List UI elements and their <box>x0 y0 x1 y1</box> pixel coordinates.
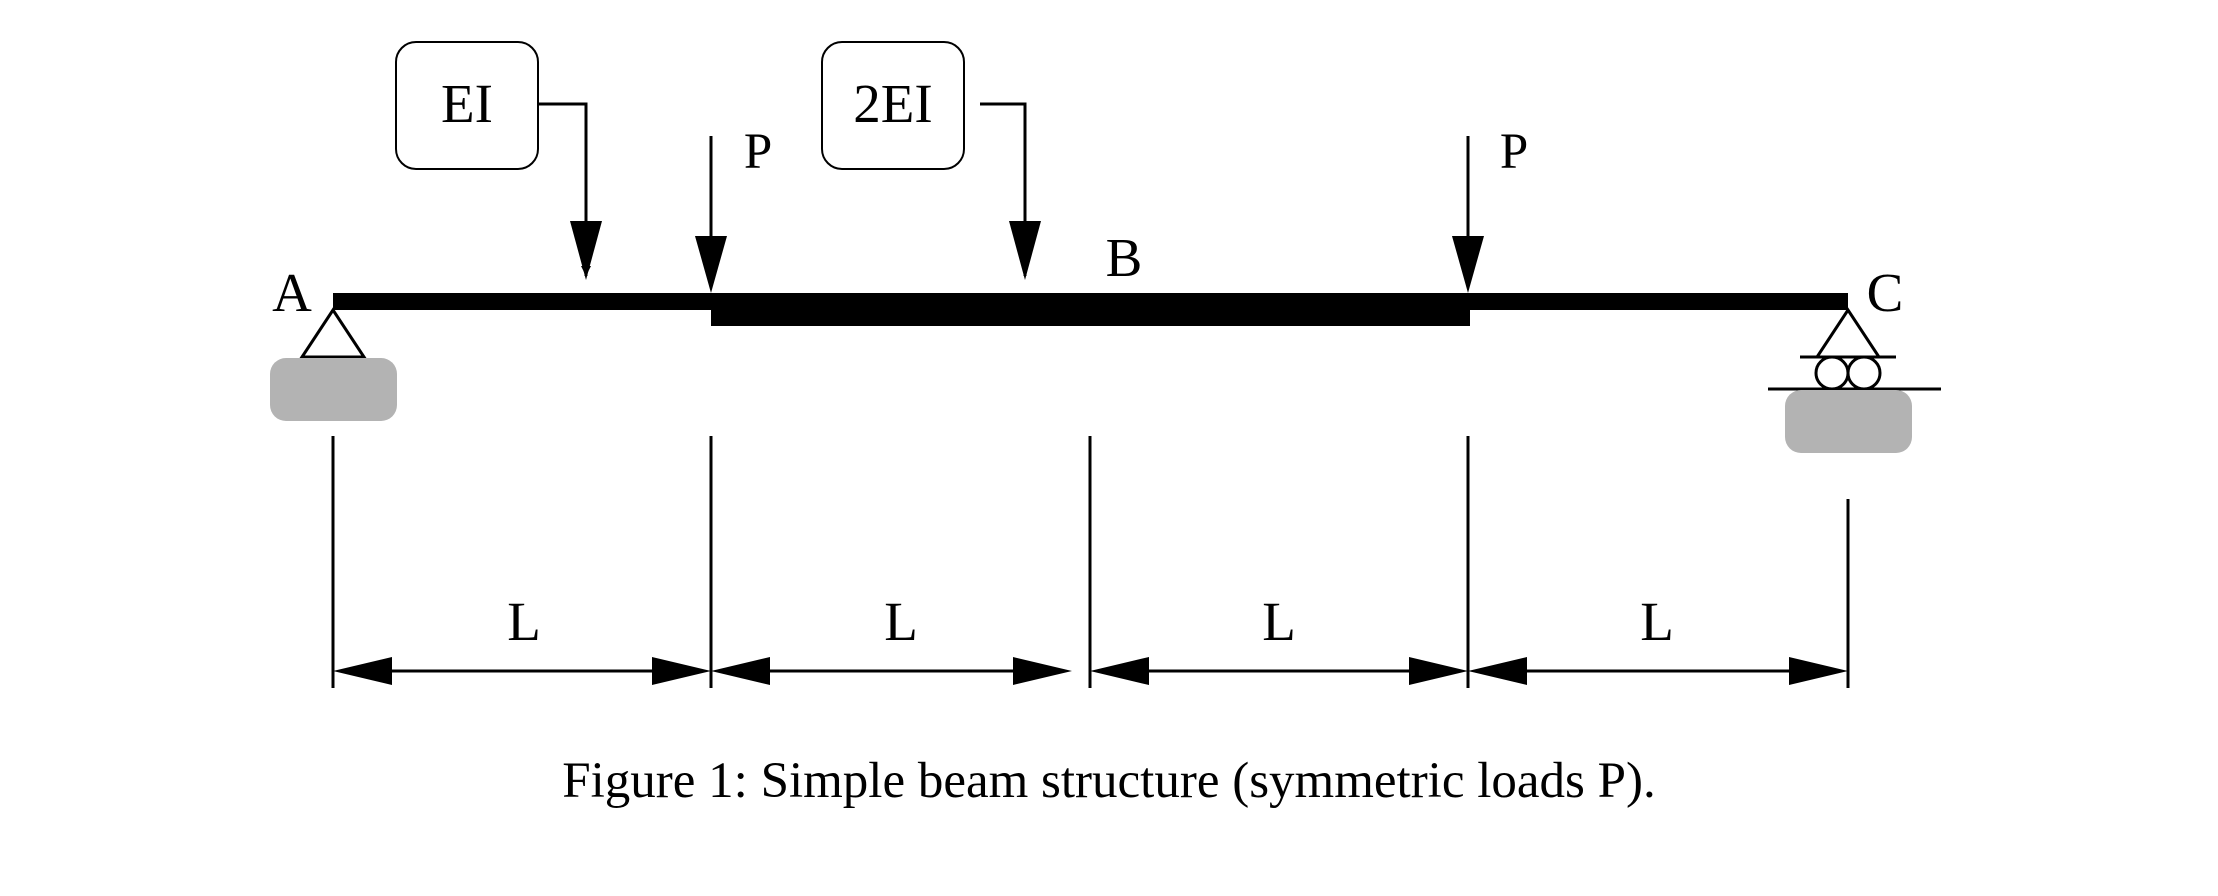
dimension-span-3: L <box>1090 591 1468 685</box>
load-arrowhead-right <box>1452 236 1484 293</box>
beam-segment-right <box>1468 293 1848 310</box>
stiffness-label-middle: 2EI <box>853 73 932 134</box>
dimension-label-1: L <box>507 591 541 652</box>
dimension-arrowhead-1-right <box>652 657 711 685</box>
dimension-label-2: L <box>884 591 918 652</box>
stiffness-leader-middle <box>980 102 1027 276</box>
roller-wheel-right <box>1846 355 1882 391</box>
stiffness-box-middle <box>821 41 965 170</box>
stiffness-callout-middle: 2EI <box>821 41 1041 280</box>
dimension-arrowhead-2-right <box>1013 657 1072 685</box>
stiffness-arrowhead-outer <box>570 221 602 280</box>
figure-caption: Figure 1: Simple beam structure (symmetr… <box>562 753 1656 809</box>
load-left: P <box>695 124 772 293</box>
ground-block-a <box>270 358 397 421</box>
ground-block-c <box>1785 390 1912 453</box>
dimension-span-1: L <box>333 591 711 685</box>
dimension-arrowhead-3-right <box>1409 657 1468 685</box>
point-label-c: C <box>1867 262 1904 323</box>
stiffness-box-outer <box>395 41 539 170</box>
dimension-arrowhead-3-left <box>1090 657 1149 685</box>
dimension-label-3: L <box>1262 591 1296 652</box>
dimension-span-4: L <box>1468 591 1848 685</box>
dimension-arrowhead-2-left <box>711 657 770 685</box>
beam-segment-middle <box>711 293 1470 326</box>
dimension-arrowhead-4-right <box>1789 657 1848 685</box>
pin-support-triangle <box>299 307 367 359</box>
stiffness-arrowhead-middle <box>1009 221 1041 280</box>
dimension-span-2: L <box>711 591 1072 685</box>
point-label-a: A <box>272 262 312 323</box>
load-label-left: P <box>744 124 772 180</box>
load-arrowhead-left <box>695 236 727 293</box>
dimension-arrowhead-1-left <box>333 657 392 685</box>
roller-wheel-left <box>1814 355 1850 391</box>
load-label-right: P <box>1500 124 1528 180</box>
dimension-arrowhead-4-left <box>1468 657 1527 685</box>
stiffness-callout-outer: EI <box>395 41 602 280</box>
pin-support-a <box>270 307 397 421</box>
dimension-label-4: L <box>1640 591 1674 652</box>
load-right: P <box>1452 124 1528 293</box>
stiffness-label-outer: EI <box>441 73 493 134</box>
roller-support-c <box>1768 307 1941 453</box>
beam-segment-left <box>333 293 713 310</box>
point-label-b: B <box>1106 227 1143 288</box>
stiffness-leader-outer <box>539 102 591 276</box>
